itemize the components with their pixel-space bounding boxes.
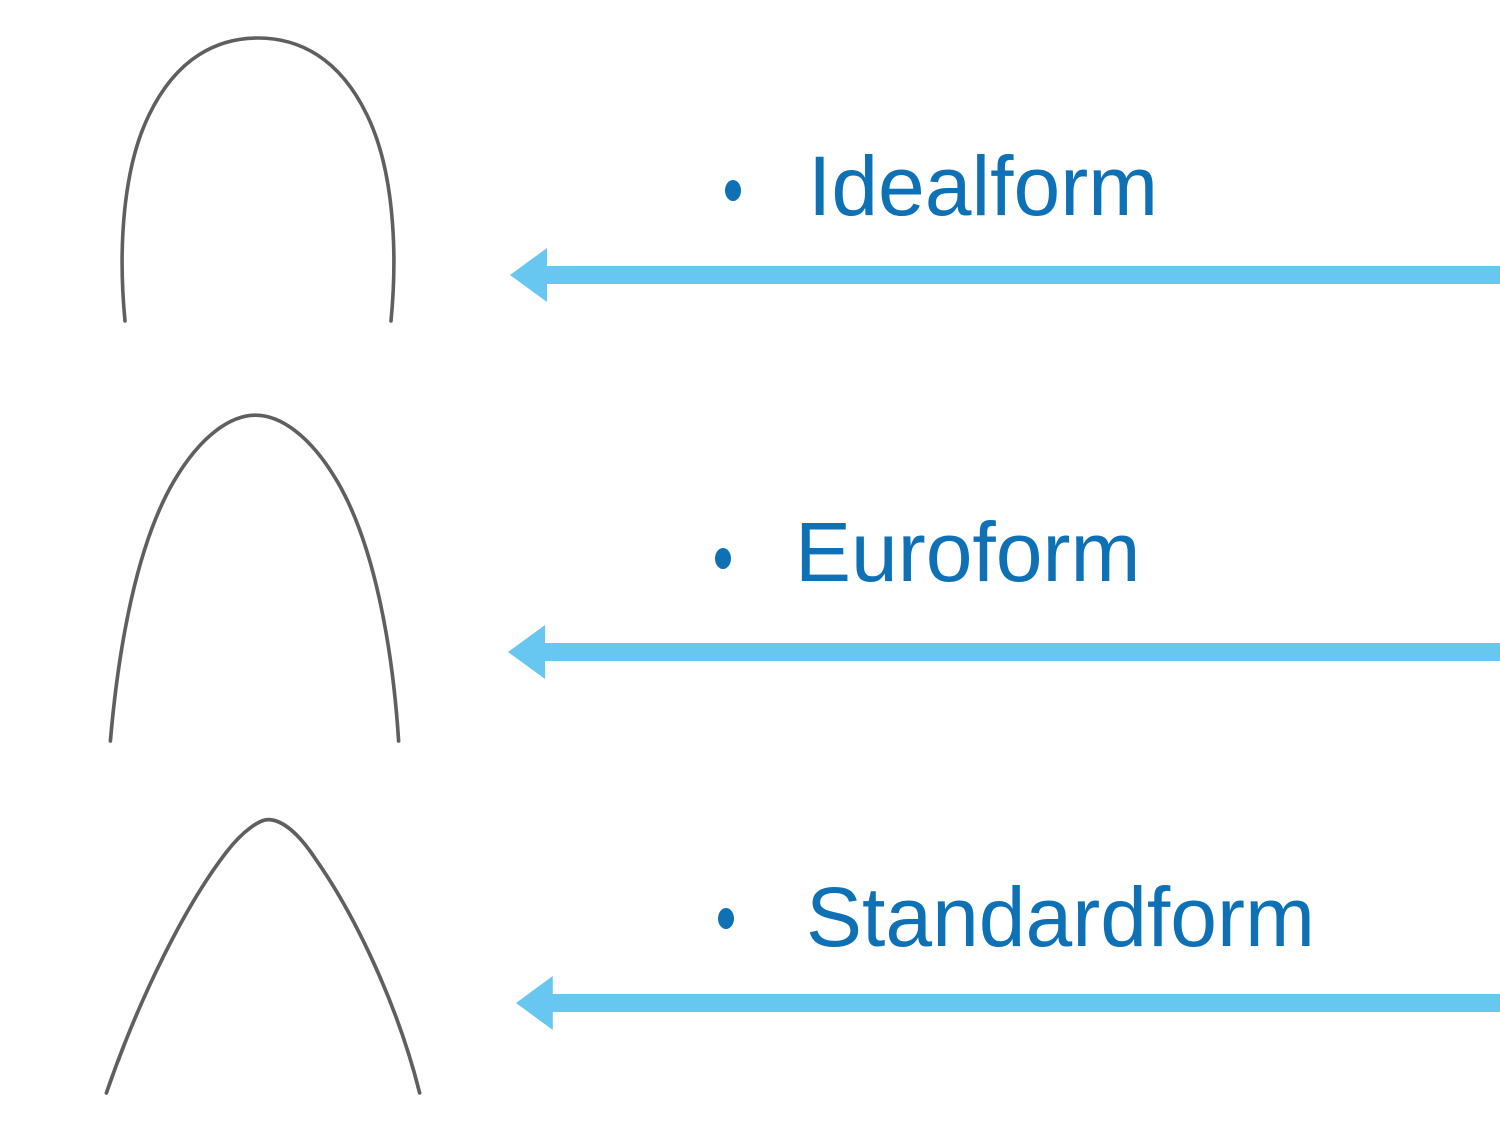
left-arrow-icon <box>508 625 1500 679</box>
bullet-dot-icon <box>725 180 741 201</box>
form-label-euroform: Euroform <box>795 505 1141 599</box>
form-label-standardform: Standardform <box>806 870 1315 964</box>
archwire-idealform-icon <box>120 36 396 323</box>
archwire-standardform-icon <box>104 817 422 1095</box>
bullet-dot-icon <box>715 548 731 569</box>
form-label-idealform: Idealform <box>808 139 1159 233</box>
bullet-dot-icon <box>718 908 734 929</box>
archwire-euroform-icon <box>108 413 401 743</box>
left-arrow-icon <box>510 248 1500 302</box>
left-arrow-icon <box>516 976 1500 1030</box>
